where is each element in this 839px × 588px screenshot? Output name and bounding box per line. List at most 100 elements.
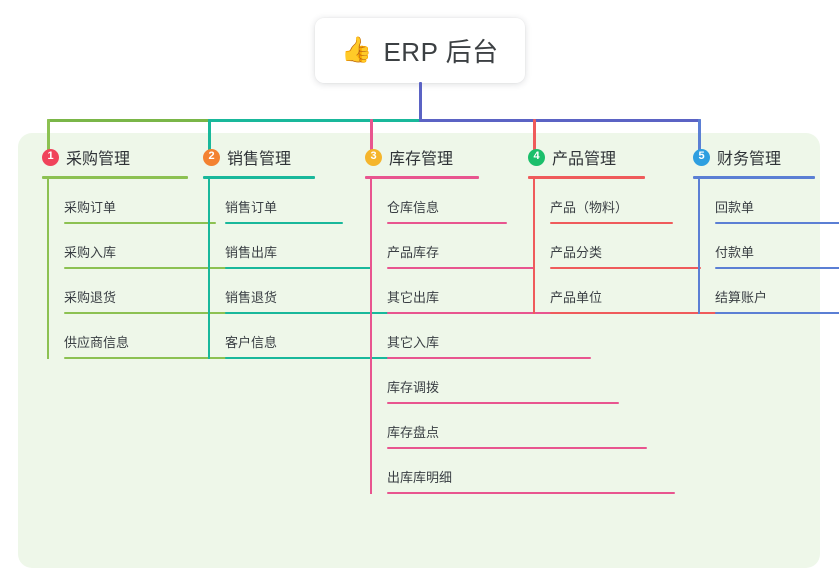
menu-item-仓库信息[interactable]: 仓库信息 xyxy=(365,197,675,224)
menu-item-供应商信息[interactable]: 供应商信息 xyxy=(42,332,300,359)
menu-item-label: 其它入库 xyxy=(387,335,440,350)
menu-item-label: 采购订单 xyxy=(64,200,117,215)
menu-item-销售订单[interactable]: 销售订单 xyxy=(203,197,427,224)
menu-item-产品库存[interactable]: 产品库存 xyxy=(365,242,675,269)
column-number-badge: 4 xyxy=(528,148,545,166)
menu-item-销售出库[interactable]: 销售出库 xyxy=(203,242,427,269)
column-header-采购管理[interactable]: 1 采购管理 xyxy=(42,145,300,169)
menu-item-rule xyxy=(387,267,535,269)
column-number-badge: 3 xyxy=(365,148,382,166)
column-title: 销售管理 xyxy=(227,151,292,168)
menu-item-产品分类[interactable]: 产品分类 xyxy=(528,242,729,269)
column-header-库存管理[interactable]: 3 库存管理 xyxy=(365,145,675,169)
menu-item-rule xyxy=(225,267,371,269)
column-库存管理: 3 库存管理仓库信息产品库存其它出库其它入库库存调拨库存盘点出库库明细 xyxy=(365,145,675,494)
column-header-rule xyxy=(42,176,188,179)
column-spine xyxy=(533,179,535,314)
menu-item-采购入库[interactable]: 采购入库 xyxy=(42,242,300,269)
menu-item-回款单[interactable]: 回款单 xyxy=(693,197,839,224)
column-title: 财务管理 xyxy=(717,151,782,168)
root-node-erp-backend[interactable]: 👍 ERP 后台 xyxy=(315,18,525,83)
menu-item-付款单[interactable]: 付款单 xyxy=(693,242,839,269)
menu-item-label: 仓库信息 xyxy=(387,200,440,215)
connector-drop-4 xyxy=(533,119,536,157)
menu-item-库存调拨[interactable]: 库存调拨 xyxy=(365,377,675,404)
menu-item-rule xyxy=(387,402,619,404)
column-title: 采购管理 xyxy=(66,151,131,168)
menu-item-rule xyxy=(715,222,839,224)
menu-item-label: 产品单位 xyxy=(550,290,603,305)
menu-item-label: 销售订单 xyxy=(225,200,278,215)
menu-item-label: 其它出库 xyxy=(387,290,440,305)
menu-item-label: 回款单 xyxy=(715,200,755,215)
column-items: 采购订单采购入库采购退货供应商信息 xyxy=(42,179,300,359)
column-header-产品管理[interactable]: 4 产品管理 xyxy=(528,145,729,169)
menu-item-产品单位[interactable]: 产品单位 xyxy=(528,287,729,314)
item-spacer xyxy=(365,404,675,422)
connector-drop-2 xyxy=(208,119,211,157)
thumbs-up-icon: 👍 xyxy=(341,36,373,64)
menu-item-销售退货[interactable]: 销售退货 xyxy=(203,287,427,314)
menu-item-rule xyxy=(64,312,272,314)
connector-drop-1 xyxy=(47,119,50,157)
item-spacer xyxy=(365,449,675,467)
column-采购管理: 1 采购管理采购订单采购入库采购退货供应商信息 xyxy=(42,145,300,359)
menu-item-rule xyxy=(387,447,647,449)
menu-item-rule xyxy=(550,312,729,314)
menu-item-出库库明细[interactable]: 出库库明细 xyxy=(365,467,675,494)
column-spine xyxy=(208,179,210,359)
menu-item-label: 采购入库 xyxy=(64,245,117,260)
menu-item-产品（物料）[interactable]: 产品（物料） xyxy=(528,197,729,224)
menu-item-label: 结算账户 xyxy=(715,290,768,305)
menu-item-rule xyxy=(64,267,244,269)
connector-bus-right xyxy=(419,119,701,122)
menu-item-结算账户[interactable]: 结算账户 xyxy=(693,287,839,314)
menu-item-label: 出库库明细 xyxy=(387,470,453,485)
column-items: 仓库信息产品库存其它出库其它入库库存调拨库存盘点出库库明细 xyxy=(365,179,675,494)
menu-item-label: 销售退货 xyxy=(225,290,278,305)
menu-item-rule xyxy=(225,357,427,359)
menu-item-label: 采购退货 xyxy=(64,290,117,305)
menu-item-rule xyxy=(225,312,399,314)
diagram-panel-background xyxy=(18,133,820,568)
menu-item-采购订单[interactable]: 采购订单 xyxy=(42,197,300,224)
menu-item-rule xyxy=(64,357,300,359)
column-title: 产品管理 xyxy=(552,151,617,168)
column-number-badge: 2 xyxy=(203,148,220,166)
menu-item-label: 供应商信息 xyxy=(64,335,130,350)
menu-item-其它出库[interactable]: 其它出库 xyxy=(365,287,675,314)
menu-item-rule xyxy=(387,312,563,314)
connector-bus-mid xyxy=(208,119,422,122)
column-财务管理: 5 财务管理回款单付款单结算账户 xyxy=(693,145,839,314)
menu-item-label: 库存调拨 xyxy=(387,380,440,395)
connector-drop-3 xyxy=(370,119,373,157)
item-spacer xyxy=(365,359,675,377)
menu-item-其它入库[interactable]: 其它入库 xyxy=(365,332,675,359)
item-spacer xyxy=(365,314,675,332)
menu-item-采购退货[interactable]: 采购退货 xyxy=(42,287,300,314)
column-header-销售管理[interactable]: 2 销售管理 xyxy=(203,145,427,169)
menu-item-label: 客户信息 xyxy=(225,335,278,350)
column-header-财务管理[interactable]: 5 财务管理 xyxy=(693,145,839,169)
column-header-rule xyxy=(528,176,645,179)
column-spine xyxy=(370,179,372,494)
column-header-rule xyxy=(693,176,815,179)
menu-item-rule xyxy=(64,222,216,224)
item-spacer xyxy=(693,269,839,287)
menu-item-label: 产品（物料） xyxy=(550,200,629,215)
column-number-badge: 5 xyxy=(693,148,710,166)
column-items: 回款单付款单结算账户 xyxy=(693,179,839,314)
column-title: 库存管理 xyxy=(389,151,454,168)
root-node-label: ERP 后台 xyxy=(383,37,499,67)
column-items: 产品（物料） 产品分类产品单位 xyxy=(528,179,729,314)
menu-item-label: 销售出库 xyxy=(225,245,278,260)
item-spacer xyxy=(693,224,839,242)
menu-item-rule xyxy=(715,267,839,269)
column-number-badge: 1 xyxy=(42,148,59,166)
column-header-rule xyxy=(365,176,479,179)
menu-item-客户信息[interactable]: 客户信息 xyxy=(203,332,427,359)
menu-item-rule xyxy=(715,312,839,314)
column-产品管理: 4 产品管理产品（物料） 产品分类产品单位 xyxy=(528,145,729,314)
menu-item-库存盘点[interactable]: 库存盘点 xyxy=(365,422,675,449)
